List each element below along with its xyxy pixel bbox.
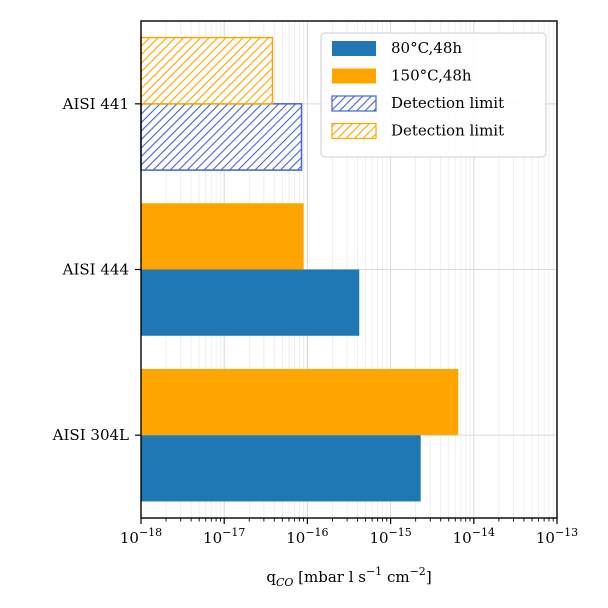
bar-series-80c-2 bbox=[141, 435, 421, 502]
legend-label: 150°C,48h bbox=[391, 67, 472, 85]
x-tick-label: 10−13 bbox=[536, 526, 578, 547]
axis-ticks: 10−18 10−17 10−16 10−15 10−14 10−13 AISI 441AI… bbox=[52, 95, 578, 547]
x-tick-label: 10−17 bbox=[203, 526, 245, 547]
bar-series-150c-0 bbox=[140, 36, 274, 105]
x-tick-label: 10−18 bbox=[120, 526, 162, 547]
legend-swatch-detection-orange bbox=[331, 122, 377, 140]
x-tick-label: 10−14 bbox=[453, 526, 495, 547]
legend-swatch-detection-blue bbox=[331, 95, 377, 112]
x-tick-label: 10−15 bbox=[369, 526, 411, 547]
legend-label: 80°C,48h bbox=[391, 39, 462, 57]
bar-series-150c-1 bbox=[141, 203, 304, 270]
y-tick-label: AISI 444 bbox=[62, 261, 129, 279]
legend-swatch-80c bbox=[332, 41, 376, 56]
y-tick-label: AISI 441 bbox=[62, 95, 129, 113]
x-axis-title: qCO [mbar l s−1 cm−2] bbox=[266, 565, 431, 589]
legend-label: Detection limit bbox=[391, 94, 504, 112]
bar-series-150c-2 bbox=[141, 368, 459, 436]
bars bbox=[140, 36, 459, 502]
x-tick-label: 10−16 bbox=[286, 526, 328, 547]
legend-label: Detection limit bbox=[391, 122, 504, 140]
legend-box bbox=[320, 32, 547, 158]
bar-series-80c-0 bbox=[140, 103, 303, 171]
y-tick-label: AISI 304L bbox=[52, 426, 129, 444]
legend-swatch-150c bbox=[332, 68, 376, 84]
bar-series-80c-1 bbox=[141, 269, 360, 336]
